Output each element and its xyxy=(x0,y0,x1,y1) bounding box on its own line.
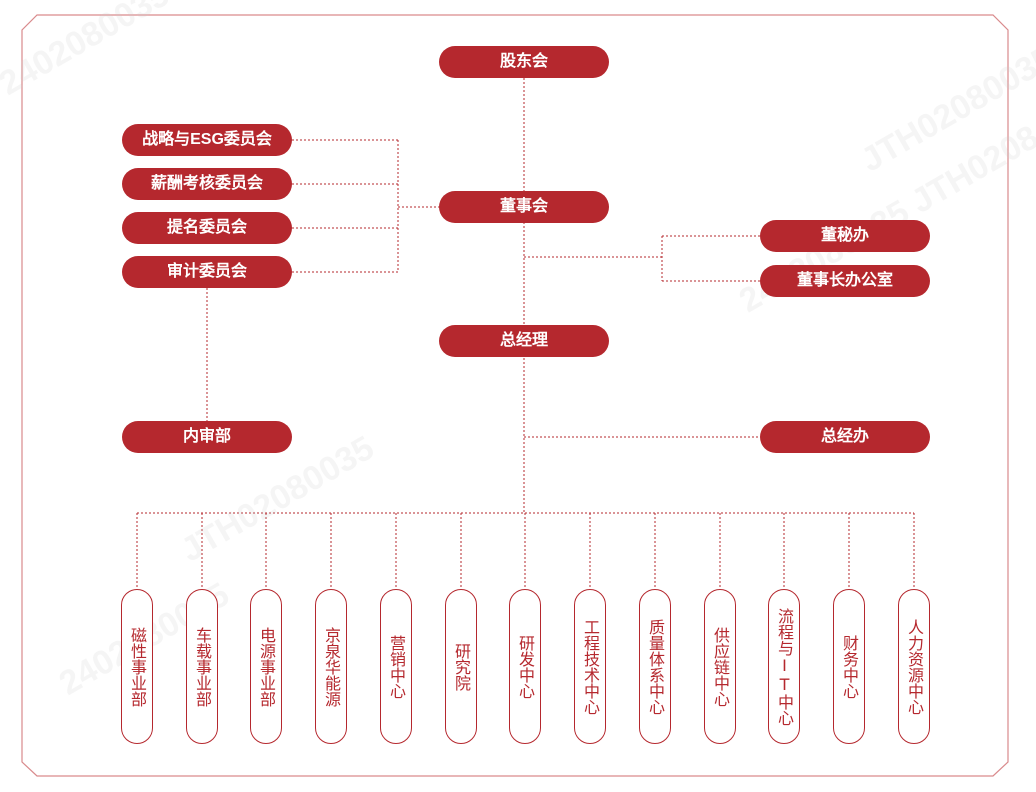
dept-power: 电源事业部 xyxy=(250,589,282,744)
node-committee-audit: 审计委员会 xyxy=(122,256,292,288)
dept-energy: 京泉华能源 xyxy=(315,589,347,744)
dept-label: 财务中心 xyxy=(840,634,859,699)
node-committee-compensation: 薪酬考核委员会 xyxy=(122,168,292,200)
dept-automotive: 车载事业部 xyxy=(186,589,218,744)
node-chairman-office: 董事长办公室 xyxy=(760,265,930,297)
dept-rd-center: 研发中心 xyxy=(509,589,541,744)
dept-label: 磁性事业部 xyxy=(128,626,147,707)
dept-label: 研发中心 xyxy=(516,634,535,699)
dept-label: 营销中心 xyxy=(387,634,406,699)
node-general-manager: 总经理 xyxy=(439,325,609,357)
dept-finance: 财务中心 xyxy=(833,589,865,744)
node-gm-office: 总经办 xyxy=(760,421,930,453)
dept-label: 京泉华能源 xyxy=(322,626,341,707)
node-secretary-office: 董秘办 xyxy=(760,220,930,252)
dept-label: 供应链中心 xyxy=(711,626,730,707)
dept-label: 质量体系中心 xyxy=(646,618,665,715)
dept-process-it: 流程与IT中心 xyxy=(768,589,800,744)
dept-magnetics: 磁性事业部 xyxy=(121,589,153,744)
node-committee-nomination: 提名委员会 xyxy=(122,212,292,244)
dept-engineering: 工程技术中心 xyxy=(574,589,606,744)
node-committee-strategy: 战略与ESG委员会 xyxy=(122,124,292,156)
dept-marketing: 营销中心 xyxy=(380,589,412,744)
dept-label: 电源事业部 xyxy=(257,626,276,707)
dept-research-institute: 研究院 xyxy=(445,589,477,744)
dept-supply-chain: 供应链中心 xyxy=(704,589,736,744)
dept-label: 车载事业部 xyxy=(193,626,212,707)
outer-frame xyxy=(21,14,1009,777)
node-shareholders: 股东会 xyxy=(439,46,609,78)
node-internal-audit: 内审部 xyxy=(122,421,292,453)
dept-label: 研究院 xyxy=(452,642,471,691)
dept-label: 工程技术中心 xyxy=(581,618,600,715)
dept-quality: 质量体系中心 xyxy=(639,589,671,744)
dept-label: 流程与IT中心 xyxy=(775,607,794,726)
node-board: 董事会 xyxy=(439,191,609,223)
dept-label: 人力资源中心 xyxy=(905,618,924,715)
dept-hr: 人力资源中心 xyxy=(898,589,930,744)
